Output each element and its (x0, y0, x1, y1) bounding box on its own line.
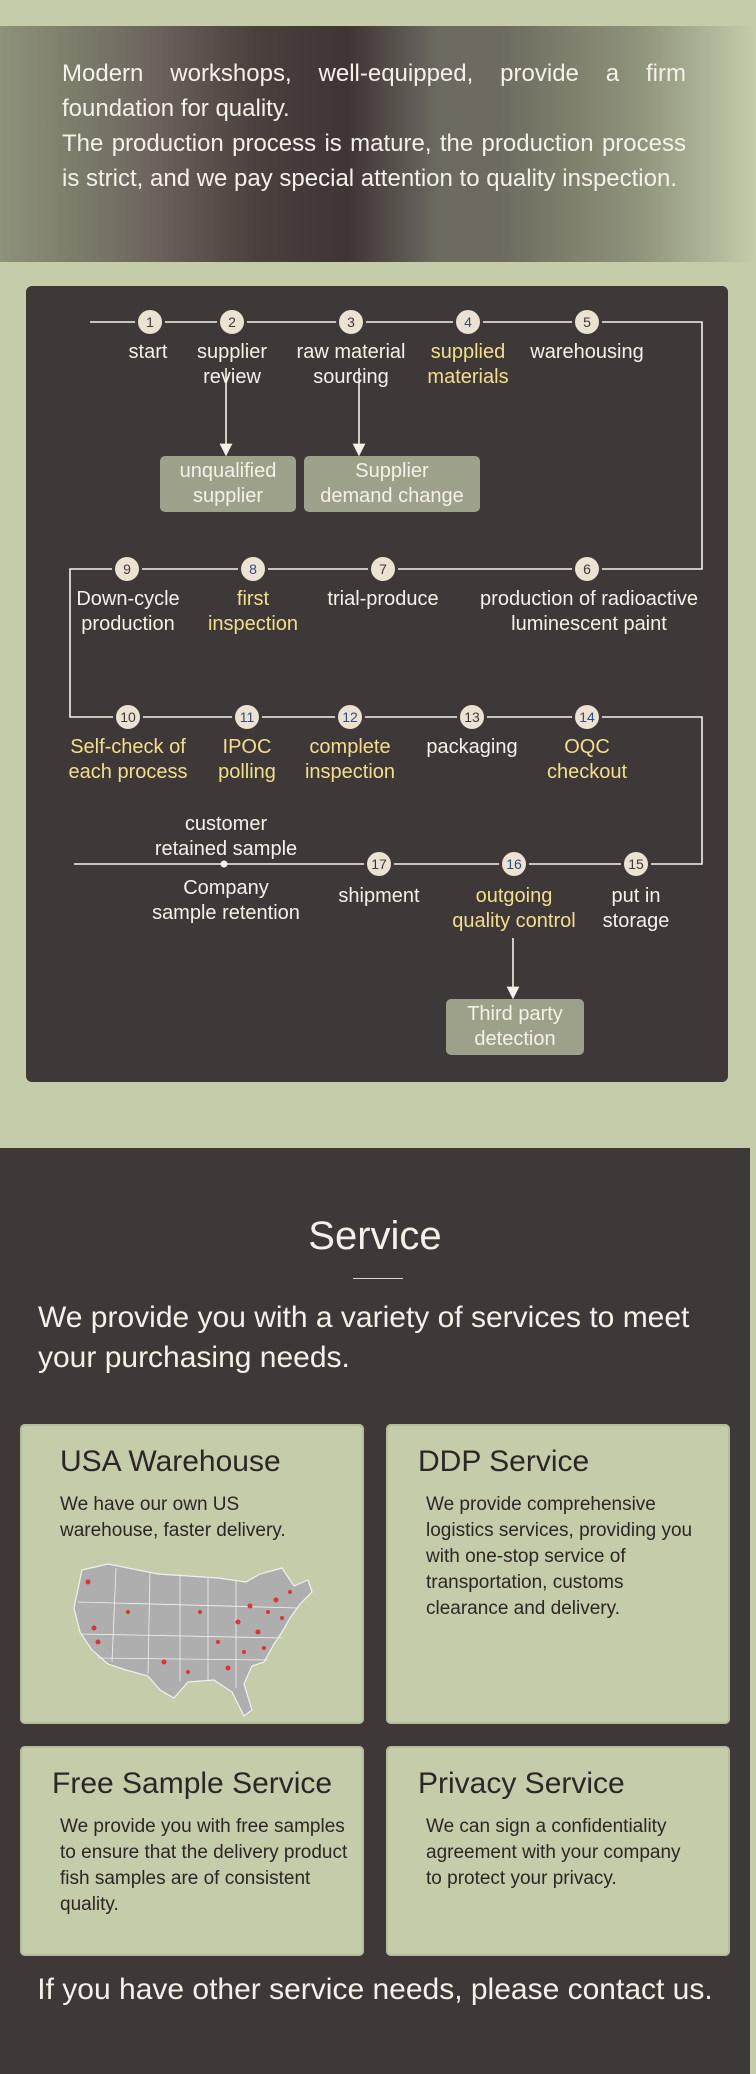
step-node-15: 15 (624, 852, 648, 876)
quality-banner: Modern workshops, well-equipped, provide… (0, 26, 756, 262)
card-usa-warehouse: USA Warehouse We have our own US warehou… (20, 1424, 364, 1724)
service-intro: We provide you with a variety of service… (38, 1301, 690, 1374)
step-label-1: start (128, 341, 168, 363)
card-title: USA Warehouse (60, 1445, 281, 1478)
step-label-14: OQC checkout (546, 736, 628, 783)
step-node-17: 17 (367, 852, 391, 876)
step-label-15: put in storage (602, 885, 670, 932)
step-label-8: first inspection (207, 588, 299, 635)
service-section: Service We provide you with a variety of… (0, 1148, 750, 2074)
step-node-16: 16 (502, 852, 526, 876)
card-text: We provide you with free samples to ensu… (60, 1816, 348, 1915)
step-node-8: 8 (241, 557, 265, 581)
unqualified-supplier-box: unqualified supplier (160, 456, 296, 512)
contact-us-note: If you have other service needs, please … (37, 1973, 713, 2006)
step-node-10: 10 (116, 705, 140, 729)
service-title: Service (308, 1214, 442, 1258)
step-node-9: 9 (115, 557, 139, 581)
card-title: Free Sample Service (52, 1767, 333, 1800)
company-sample-retention-label: Company sample retention (152, 877, 300, 924)
step-node-2: 2 (220, 310, 244, 334)
step-node-14: 14 (575, 705, 599, 729)
step-label-10: Self-check of each process (68, 736, 188, 783)
step-label-6: production of radioactive luminescent pa… (480, 588, 698, 635)
card-title: DDP Service (418, 1445, 590, 1478)
banner-line-1: Modern workshops, well-equipped, provide… (62, 60, 686, 122)
step-node-3: 3 (339, 310, 363, 334)
step-node-4: 4 (456, 310, 480, 334)
step-node-7: 7 (371, 557, 395, 581)
step-node-6: 6 (575, 557, 599, 581)
step-label-3: raw material sourcing (296, 341, 406, 388)
card-privacy-service: Privacy Service We can sign a confidenti… (386, 1746, 730, 1956)
production-process-panel: 1 2 3 4 5 start supplier review raw mate… (26, 286, 728, 1082)
step-node-12: 12 (338, 705, 362, 729)
step-label-9: Down-cycle production (76, 588, 180, 635)
step-label-2: supplier review (196, 341, 268, 388)
card-text: We provide comprehensive logistics servi… (426, 1494, 693, 1619)
card-title: Privacy Service (418, 1767, 625, 1800)
step-label-7: trial-produce (327, 588, 439, 610)
usa-map-icon (73, 1563, 313, 1717)
customer-retained-sample-label: customer retained sample (154, 813, 298, 860)
card-free-sample-service: Free Sample Service We provide you with … (20, 1746, 364, 1956)
step-node-5: 5 (575, 310, 599, 334)
step-label-17: shipment (338, 885, 420, 907)
card-text: We have our own US warehouse, faster del… (60, 1494, 286, 1541)
supplier-demand-change-box: Supplier demand change (304, 456, 480, 512)
step-node-11: 11 (235, 705, 259, 729)
step-label-12: complete inspection (304, 736, 396, 783)
step-label-16: outgoing quality control (452, 885, 576, 932)
title-divider (353, 1278, 403, 1279)
step-label-13: packaging (426, 736, 518, 758)
step-node-13: 13 (460, 705, 484, 729)
banner-line-2: The production process is mature, the pr… (62, 130, 686, 192)
card-ddp-service: DDP Service We provide comprehensive log… (386, 1424, 730, 1724)
step-node-1: 1 (138, 310, 162, 334)
step-label-4: supplied materials (427, 341, 509, 388)
third-party-detection-box: Third party detection (446, 999, 584, 1055)
step-label-11: IPOC polling (218, 736, 276, 783)
card-text: We can sign a confidentiality agreement … (426, 1816, 681, 1889)
process-flow-lines (69, 321, 703, 1000)
step-label-5: warehousing (530, 341, 644, 363)
